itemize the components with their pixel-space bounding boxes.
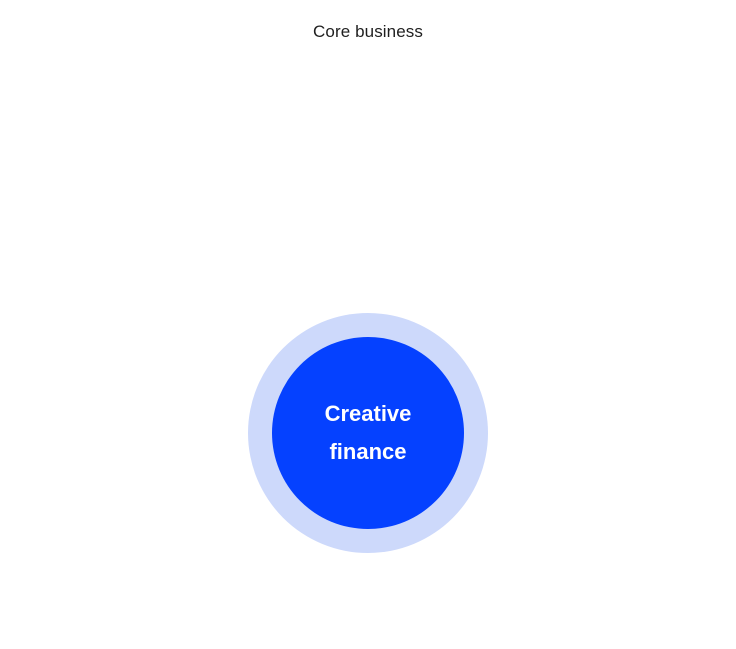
node-label: Creative finance — [324, 401, 412, 464]
section-title: Core business — [313, 22, 423, 41]
creative-finance-node[interactable]: Creative finance — [272, 337, 464, 529]
